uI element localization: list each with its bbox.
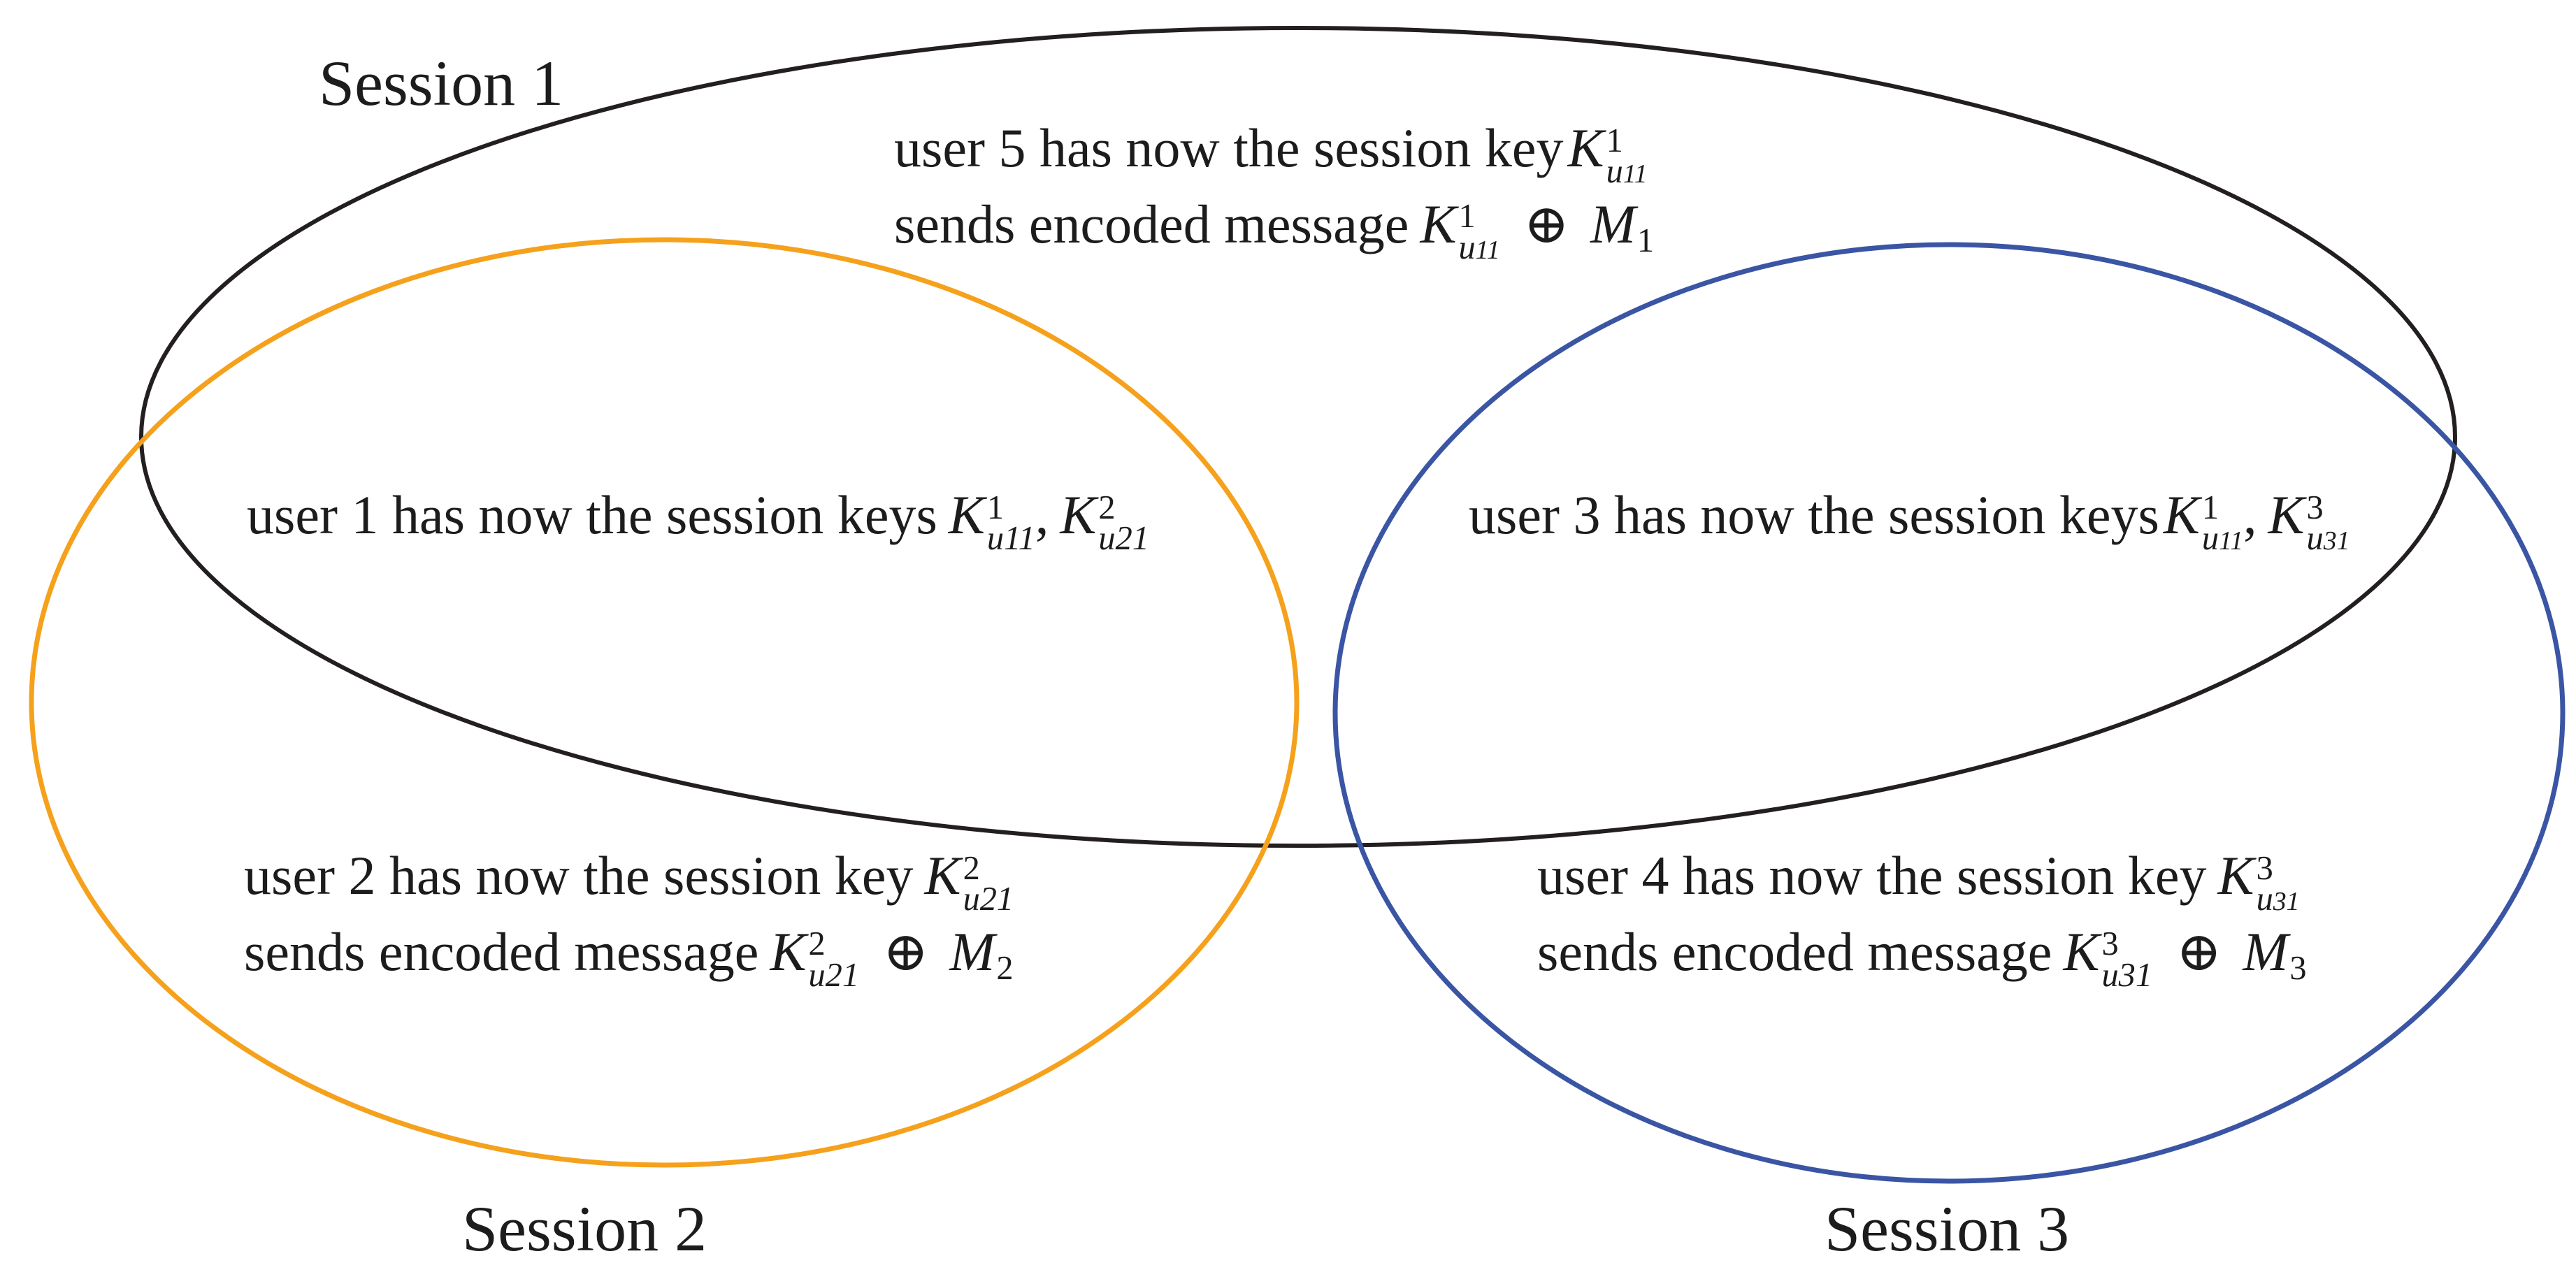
key-subscript: u21 xyxy=(1098,520,1149,558)
message-term: M3 xyxy=(2243,920,2307,988)
separator: , xyxy=(2243,484,2257,545)
key-superscript: 2 xyxy=(1098,489,1116,526)
note-text: user 3 has now the session keys xyxy=(1469,484,2159,545)
key-subscript: u11 xyxy=(2201,520,2244,558)
session-3-ellipse xyxy=(1332,242,2566,1184)
xor-operator: ⊕ xyxy=(883,920,929,983)
xor-operator: ⊕ xyxy=(2176,920,2222,983)
key-superscript: 2 xyxy=(808,925,826,963)
note-text: sends encoded message xyxy=(1537,920,2052,982)
message-term: M2 xyxy=(949,920,1014,988)
key-subscript: u11 xyxy=(1606,153,1648,191)
key-superscript: 2 xyxy=(963,849,980,887)
note-text: sends encoded message xyxy=(244,920,759,982)
session-2-label: Session 2 xyxy=(462,1193,707,1264)
key-superscript: 1 xyxy=(2201,489,2219,526)
session-1-ellipse xyxy=(139,26,2457,848)
note-text: sends encoded message xyxy=(894,193,1409,254)
separator: , xyxy=(1035,484,1049,545)
key-superscript: 1 xyxy=(1606,122,1623,159)
key-superscript: 3 xyxy=(2101,925,2119,963)
key-superscript: 3 xyxy=(2306,489,2324,526)
xor-operator: ⊕ xyxy=(1523,192,1569,256)
note-text: user 2 has now the session key xyxy=(244,845,914,906)
key-subscript: u31 xyxy=(2101,956,2153,994)
note-text: user 4 has now the session key xyxy=(1537,845,2207,906)
key-superscript: 1 xyxy=(1458,198,1476,236)
key-superscript: 1 xyxy=(986,489,1005,526)
key-superscript: 3 xyxy=(2256,849,2273,887)
key-subscript: u11 xyxy=(1458,229,1500,266)
key-subscript: u21 xyxy=(808,956,860,994)
note-text: user 1 has now the session keys xyxy=(247,484,937,545)
session-3-label: Session 3 xyxy=(1825,1193,2070,1264)
note-text: user 5 has now the session key xyxy=(894,117,1564,178)
key-subscript: u31 xyxy=(2306,520,2350,558)
message-term: M1 xyxy=(1590,193,1655,260)
key-subscript: u11 xyxy=(986,520,1035,558)
key-subscript: u21 xyxy=(963,881,1014,918)
session-1-label: Session 1 xyxy=(319,48,564,119)
key-subscript: u31 xyxy=(2256,881,2300,918)
session-2-ellipse xyxy=(29,237,1300,1168)
